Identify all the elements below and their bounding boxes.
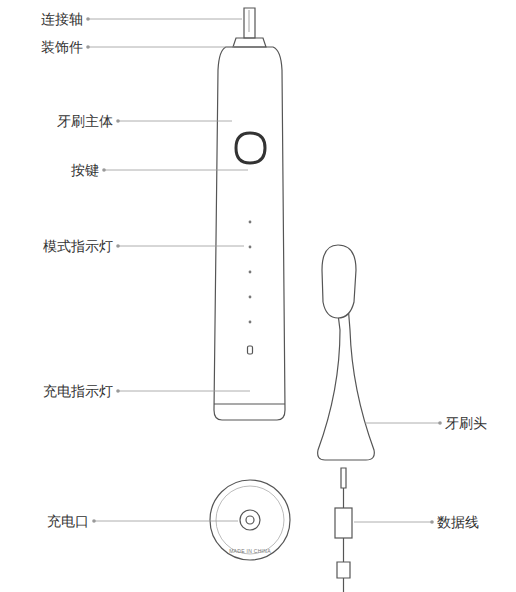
part-label: 模式指示灯: [43, 238, 113, 254]
part-label: 牙刷主体: [57, 113, 113, 129]
base-band: [214, 403, 285, 404]
brush-body: [214, 47, 285, 420]
power-button: [236, 133, 265, 163]
connecting-shaft: [244, 8, 255, 38]
part-label: 数据线: [437, 514, 479, 530]
toothbrush-drawing: [210, 8, 374, 592]
bristle-area: [322, 245, 356, 318]
charge-indicator: [248, 346, 253, 354]
part-label: 牙刷头: [445, 415, 487, 431]
part-label: 充电指示灯: [43, 383, 113, 399]
part-label: 装饰件: [41, 39, 83, 55]
decor-ring: [233, 38, 266, 47]
mode-dots: [249, 221, 252, 324]
part-label: 按键: [71, 162, 99, 178]
part-label: 连接轴: [41, 11, 83, 27]
part-label: 充电口: [47, 513, 89, 529]
marking-text: MADE IN CHINA: [229, 548, 271, 554]
cable-connector: [335, 508, 352, 538]
leader-lines: [86, 17, 442, 524]
cable-plug: [341, 468, 346, 488]
charging-base: [210, 480, 290, 560]
